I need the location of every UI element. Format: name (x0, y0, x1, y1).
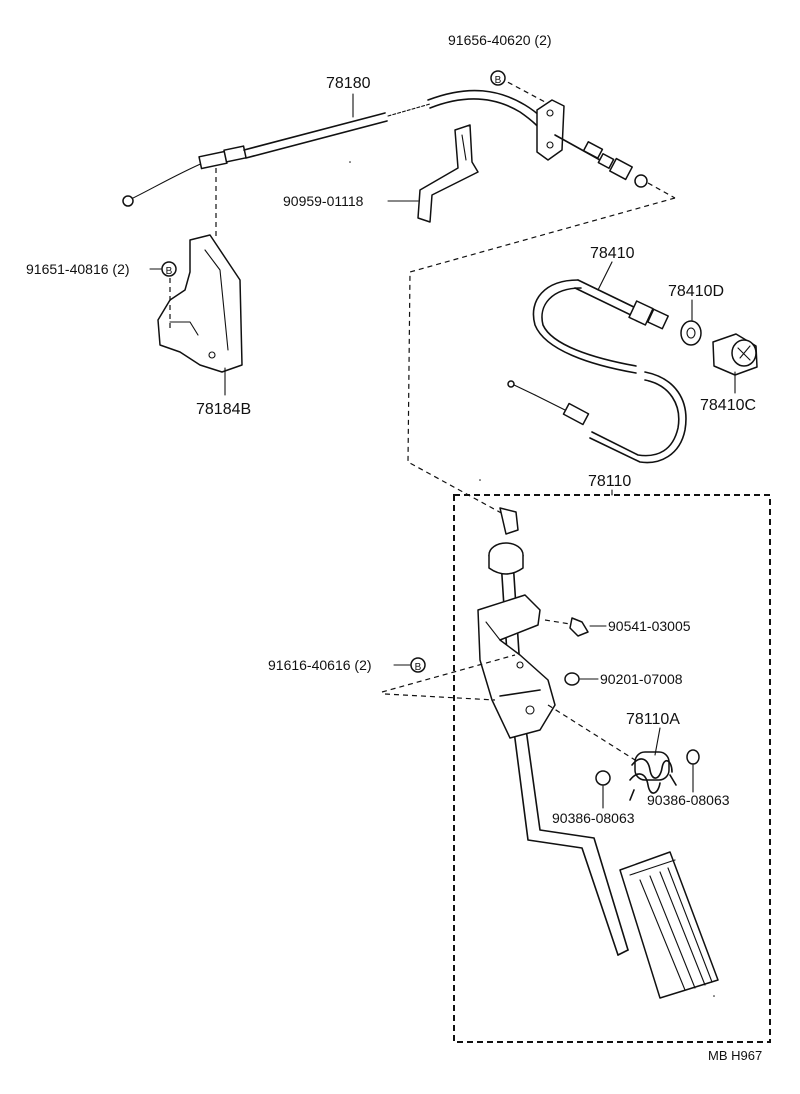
label-90386-08063-left: 90386-08063 (552, 810, 635, 826)
bracket-78184B (157, 234, 243, 373)
knob-78410C (712, 333, 758, 376)
accelerator-pedal-pad (619, 851, 719, 999)
bushing-90386-08063-right (686, 749, 700, 793)
bolt-marker-91651: B (161, 261, 177, 277)
label-90541-03005: 90541-03005 (608, 618, 691, 634)
label-90959-01118: 90959-01118 (283, 193, 364, 209)
label-78410D: 78410D (668, 283, 724, 300)
label-78110A: 78110A (626, 711, 680, 728)
svg-text:B: B (166, 266, 173, 277)
cable-78410 (507, 279, 687, 464)
leader-78410 (597, 261, 613, 291)
label-91651-40816: 91651-40816 (2) (26, 261, 130, 277)
cable-bracket-plate (536, 99, 648, 188)
nut-78410D (680, 320, 702, 346)
accelerator-cable-78180 (122, 89, 556, 207)
bushing-90386-08063-left (595, 770, 611, 809)
screw-90541-03005 (569, 617, 607, 637)
spring-78110A (629, 751, 677, 801)
label-78410: 78410 (590, 245, 635, 262)
label-91616-40616: 91616-40616 (2) (268, 657, 372, 673)
diagram-code: MB H967 (708, 1048, 762, 1063)
leader-78110A (654, 727, 661, 756)
label-90201-07008: 90201-07008 (600, 671, 683, 687)
nut-90201-07008 (564, 672, 599, 686)
label-78184B: 78184B (196, 401, 251, 418)
svg-text:B: B (415, 662, 422, 673)
bolt-marker-91656: B (490, 70, 506, 86)
label-78410C: 78410C (700, 397, 756, 414)
svg-text:B: B (495, 75, 502, 86)
label-78110: 78110 (588, 473, 631, 490)
bracket-90959-01118 (417, 124, 479, 223)
label-91656-40620: 91656-40620 (2) (448, 32, 552, 48)
label-78180: 78180 (326, 75, 371, 92)
bolt-marker-91616: B (410, 657, 426, 673)
pedal-support-bracket (477, 594, 556, 739)
label-90386-08063-right: 90386-08063 (647, 792, 730, 808)
pedal-assembly-box-78110 (453, 489, 771, 1043)
